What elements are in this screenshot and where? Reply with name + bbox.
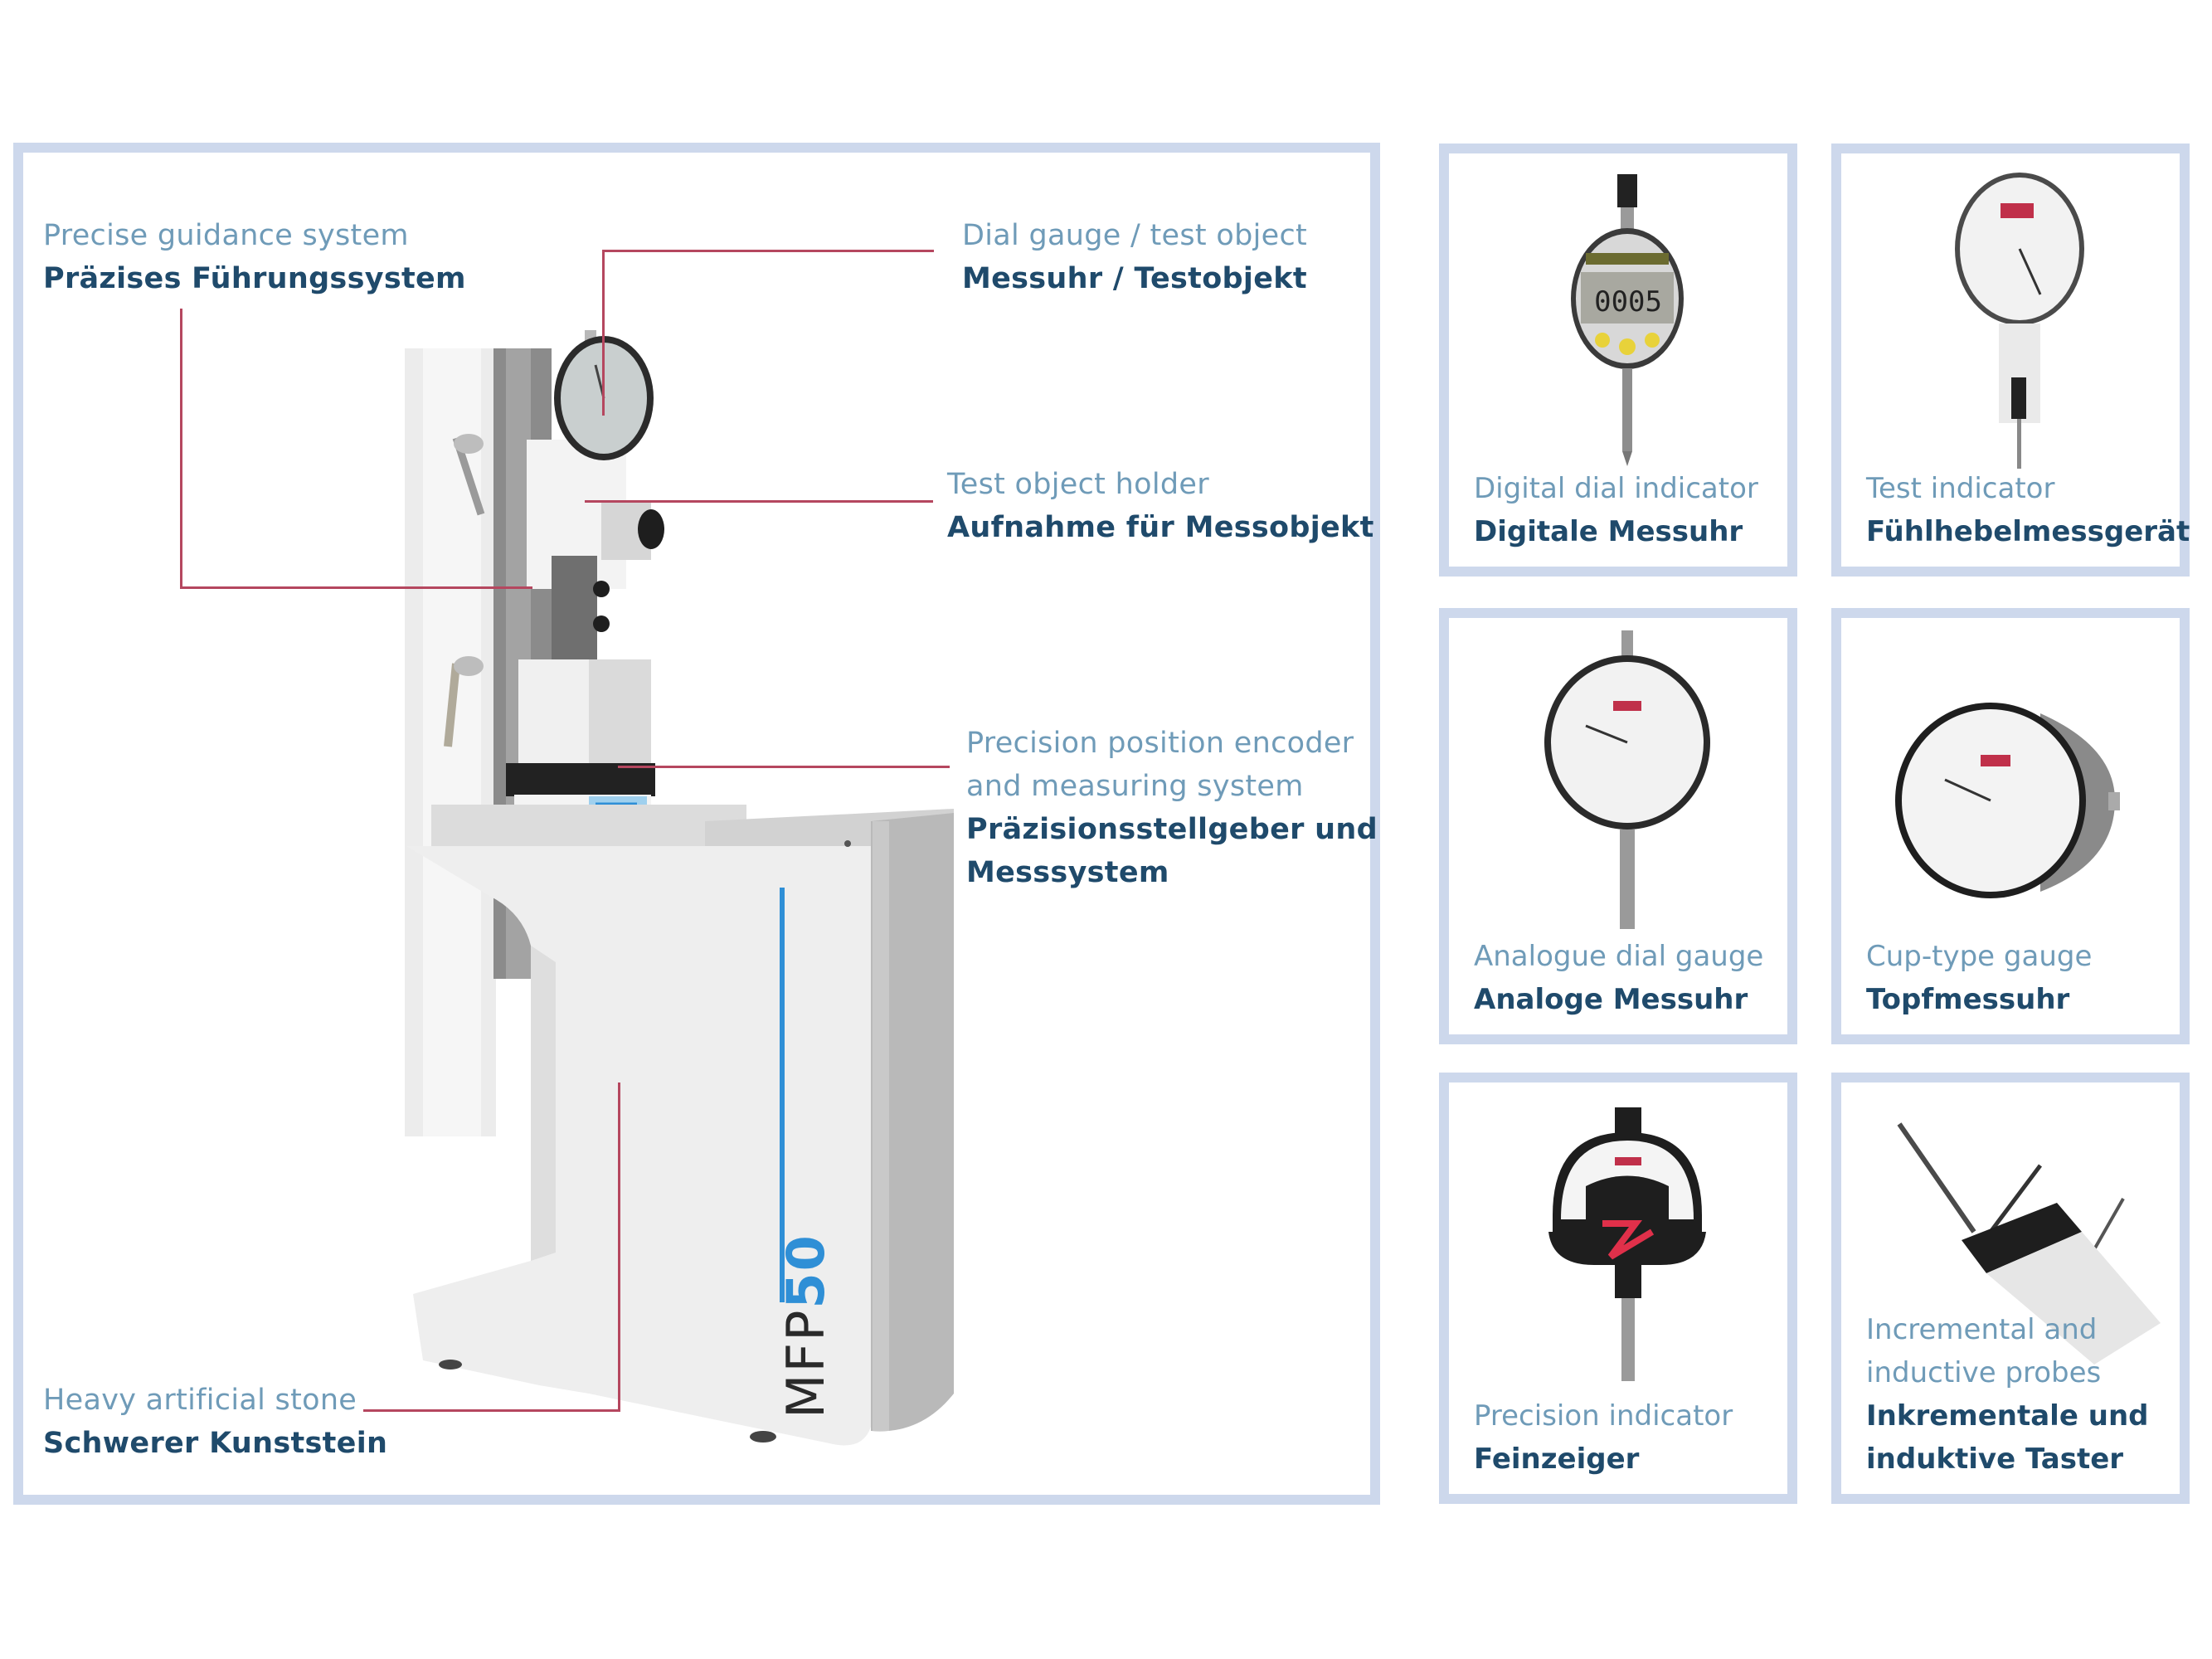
analogue-dial-gauge-icon bbox=[1544, 630, 1710, 929]
card-caption: Cup-type gauge Topfmessuhr bbox=[1866, 935, 2092, 1021]
card-title-de-2: induktive Taster bbox=[1866, 1443, 2124, 1476]
card-title-en-1: Incremental and bbox=[1866, 1313, 2098, 1346]
model-number: 50 bbox=[775, 1233, 836, 1309]
card-title-en: Test indicator bbox=[1866, 472, 2055, 505]
card-title-de: Analoge Messuhr bbox=[1474, 983, 1748, 1016]
callout-encoder-de-2: Messsystem bbox=[966, 856, 1169, 889]
digital-display-value: 0005 bbox=[1594, 285, 1662, 319]
card-cup-type-gauge: Cup-type gauge Topfmessuhr bbox=[1831, 608, 2190, 1044]
callout-stone-de: Schwerer Kunststein bbox=[43, 1427, 388, 1460]
card-digital-dial-indicator: 0005 Digital dial indicator Digitale Mes… bbox=[1439, 144, 1797, 577]
leader-line-guidance bbox=[180, 586, 532, 589]
leader-line-stone bbox=[618, 1082, 620, 1411]
leader-line-dial bbox=[602, 250, 934, 252]
card-incremental-inductive-probes: Incremental and inductive probes Inkreme… bbox=[1831, 1073, 2190, 1504]
card-caption: Incremental and inductive probes Inkreme… bbox=[1866, 1308, 2148, 1481]
card-test-indicator: Test indicator Fühlhebelmessgerät bbox=[1831, 144, 2190, 577]
card-title-de: Fühlhebelmessgerät bbox=[1866, 515, 2190, 548]
test-indicator-icon bbox=[1955, 173, 2084, 469]
card-title-de-1: Inkrementale und bbox=[1866, 1399, 2149, 1433]
card-title-de: Feinzeiger bbox=[1474, 1443, 1640, 1476]
callout-guidance-en: Precise guidance system bbox=[43, 219, 409, 252]
leader-line-stone bbox=[363, 1409, 620, 1412]
card-title-en: Digital dial indicator bbox=[1474, 472, 1758, 505]
leader-line-encoder bbox=[618, 766, 950, 768]
cup-type-gauge-icon bbox=[1895, 703, 2120, 898]
mfp50-machine-illustration bbox=[405, 330, 954, 1446]
callout-encoder: Precision position encoder and measuring… bbox=[966, 722, 1378, 894]
card-title-de: Topfmessuhr bbox=[1866, 983, 2070, 1016]
card-precision-indicator: Precision indicator Feinzeiger bbox=[1439, 1073, 1797, 1504]
callout-encoder-en-2: and measuring system bbox=[966, 770, 1304, 803]
callout-holder-de: Aufnahme für Messobjekt bbox=[947, 511, 1374, 544]
leader-line-guidance bbox=[180, 309, 182, 589]
card-title-en-2: inductive probes bbox=[1866, 1356, 2102, 1389]
digital-dial-indicator-icon: 0005 bbox=[1571, 174, 1684, 466]
precision-indicator-icon bbox=[1548, 1107, 1706, 1381]
callout-holder: Test object holder Aufnahme für Messobje… bbox=[947, 463, 1374, 549]
callout-encoder-en-1: Precision position encoder bbox=[966, 727, 1354, 760]
card-title-de: Digitale Messuhr bbox=[1474, 515, 1743, 548]
callout-encoder-de-1: Präzisionsstellgeber und bbox=[966, 813, 1378, 846]
card-caption: Precision indicator Feinzeiger bbox=[1474, 1394, 1733, 1481]
incremental-probe-icon bbox=[1897, 1122, 2161, 1365]
model-name: MFP bbox=[775, 1308, 836, 1418]
leader-line-dial bbox=[602, 250, 605, 416]
card-analogue-dial-gauge: Analogue dial gauge Analoge Messuhr bbox=[1439, 608, 1797, 1044]
card-caption: Digital dial indicator Digitale Messuhr bbox=[1474, 467, 1758, 553]
callout-stone: Heavy artificial stone Schwerer Kunstste… bbox=[43, 1379, 387, 1465]
callout-dial: Dial gauge / test object Messuhr / Testo… bbox=[962, 214, 1307, 300]
card-title-en: Precision indicator bbox=[1474, 1399, 1733, 1433]
callout-dial-de: Messuhr / Testobjekt bbox=[962, 262, 1307, 295]
model-label: MFP50 bbox=[775, 1161, 842, 1418]
leader-line-holder bbox=[585, 500, 933, 503]
callout-stone-en: Heavy artificial stone bbox=[43, 1384, 357, 1417]
callout-dial-en: Dial gauge / test object bbox=[962, 219, 1308, 252]
callout-guidance: Precise guidance system Präzises Führung… bbox=[43, 214, 466, 300]
card-caption: Test indicator Fühlhebelmessgerät bbox=[1866, 467, 2190, 553]
card-title-en: Analogue dial gauge bbox=[1474, 940, 1764, 973]
card-caption: Analogue dial gauge Analoge Messuhr bbox=[1474, 935, 1763, 1021]
callout-guidance-de: Präzises Führungssystem bbox=[43, 262, 466, 295]
card-title-en: Cup-type gauge bbox=[1866, 940, 2093, 973]
callout-holder-en: Test object holder bbox=[947, 468, 1209, 501]
